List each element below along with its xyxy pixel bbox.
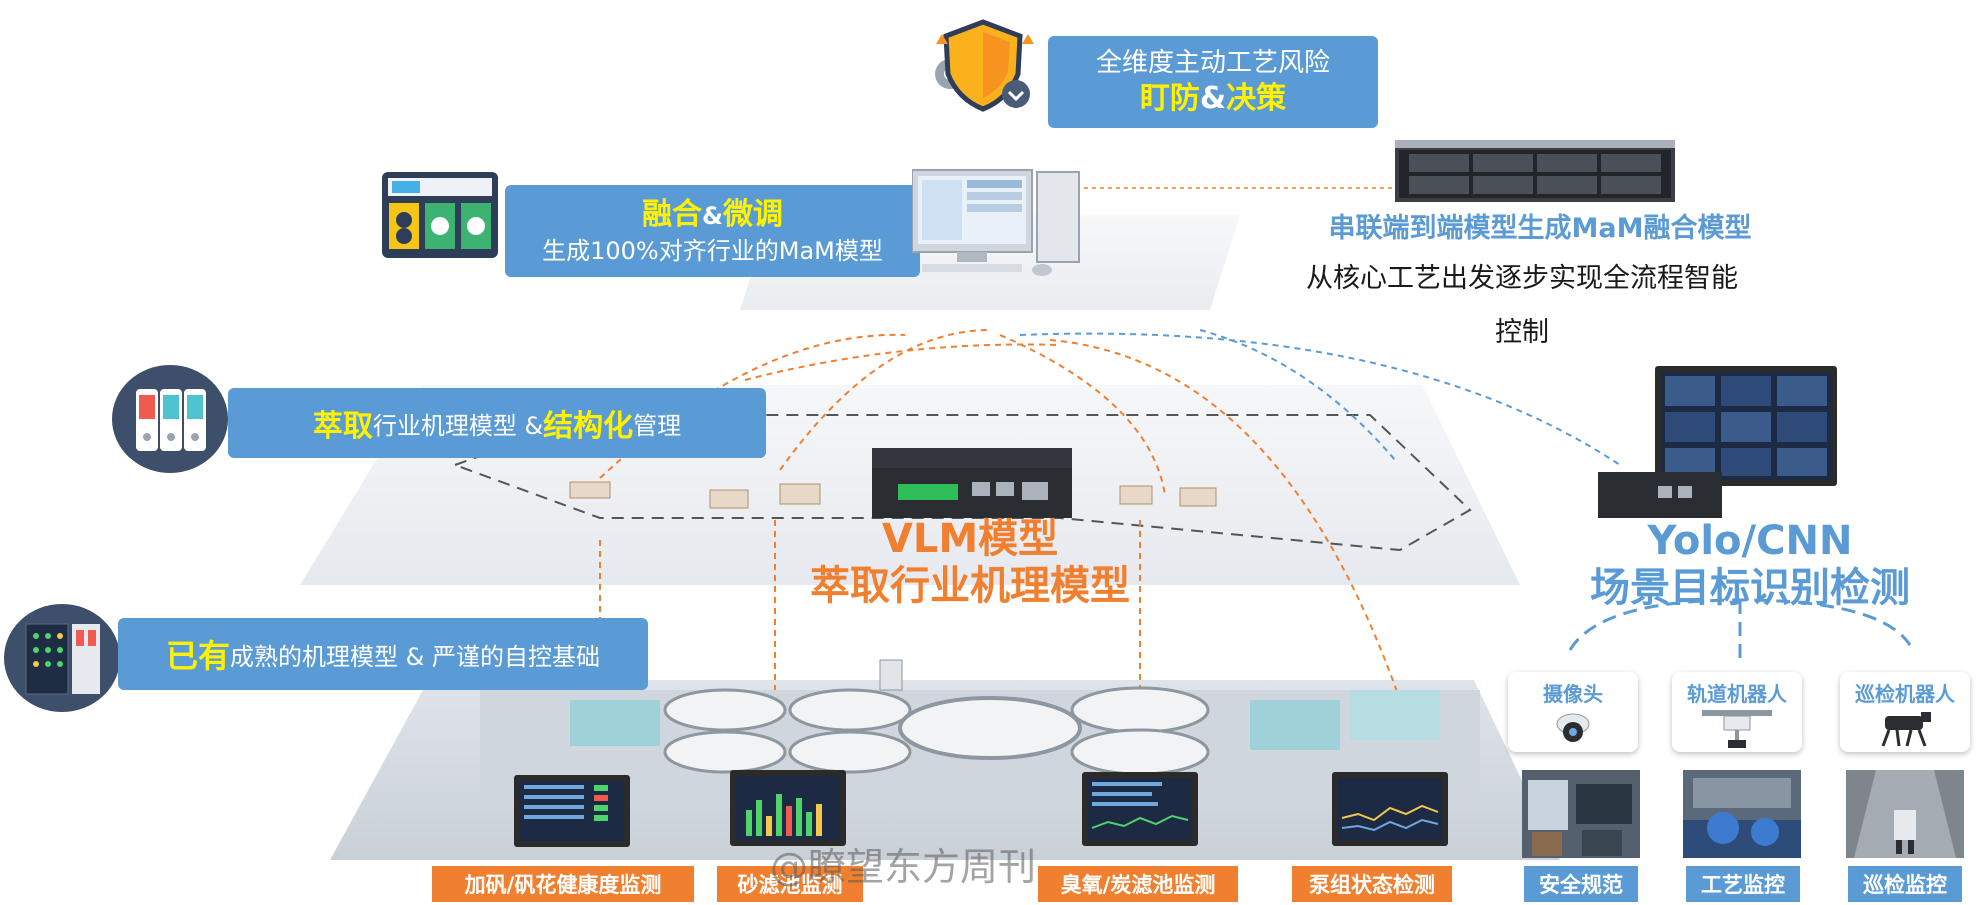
vlm-line-2: 萃取行业机理模型 — [810, 563, 1130, 610]
sand-screen — [746, 794, 822, 836]
camera-icon — [1556, 713, 1590, 742]
device-label-camera: 摄像头 — [1543, 682, 1603, 706]
monitor-sand — [730, 770, 846, 846]
yolo-title: Yolo/CNN 场景目标识别检测 — [1580, 518, 1920, 612]
yolo-monitor — [1655, 366, 1837, 486]
yolo-line-1: Yolo/CNN — [1647, 518, 1853, 564]
vlm-title: VLM模型 萃取行业机理模型 — [780, 516, 1160, 610]
water-plant-illustration — [480, 659, 1480, 800]
extract-text-2: 管理 — [633, 411, 682, 440]
monitor-ozone — [1082, 772, 1198, 846]
photo-safety — [1522, 770, 1640, 858]
control-rack-icon — [25, 623, 100, 695]
alum-screen — [524, 785, 608, 821]
pump-screen — [1341, 804, 1439, 832]
rail-robot-icon — [1702, 710, 1772, 748]
video-wall — [1665, 376, 1827, 476]
link-orange-4 — [999, 334, 1166, 496]
existing-emph: 已有 — [166, 637, 231, 675]
extract-banner: 萃取 行业机理模型 & 结构化 管理 — [228, 388, 766, 458]
label-sand-filter: 砂滤池监测 — [717, 866, 863, 902]
monitor-alum — [514, 775, 630, 847]
link-orange-3 — [779, 329, 991, 471]
label-process-monitor: 工艺监控 — [1686, 866, 1800, 902]
fusion-line-2: 生成100%对齐行业的MaM模型 — [542, 237, 883, 266]
device-label-rail-robot: 轨道机器人 — [1687, 682, 1787, 706]
risk-banner: 全维度主动工艺风险 盯防&决策 — [1048, 36, 1378, 128]
fusion-emph-2: 微调 — [722, 196, 783, 232]
rack-server-icon — [1395, 140, 1675, 202]
mid-plane-outline — [452, 414, 1472, 552]
extract-emph-1: 萃取 — [312, 409, 373, 444]
label-safety: 安全规范 — [1524, 866, 1638, 902]
link-orange-1 — [744, 343, 1061, 381]
label-ozone-carbon: 臭氧/炭滤池监测 — [1038, 866, 1238, 902]
extract-icon-circle — [112, 365, 228, 473]
label-patrol-monitor: 巡检监控 — [1848, 866, 1962, 902]
cabinet-icon — [136, 389, 206, 451]
yolo-edge-box-icon — [1598, 472, 1722, 518]
server-caption-title: 串联端到端模型生成MaM融合模型 — [1328, 213, 1752, 244]
risk-emph-1: 盯防 — [1139, 80, 1200, 116]
server-caption-line-2: 从核心工艺出发逐步实现全流程智能 — [1306, 263, 1738, 294]
risk-line-1: 全维度主动工艺风险 — [1095, 48, 1330, 78]
fusion-amp: & — [702, 201, 723, 230]
photo-patrol — [1846, 770, 1964, 858]
monitor-pump — [1332, 772, 1448, 846]
label-alum-health: 加矾/矾花健康度监测 — [432, 866, 694, 902]
link-blue-2 — [1019, 332, 1621, 466]
device-card-camera: 摄像头 — [1508, 672, 1638, 752]
control-panel-icon — [382, 172, 498, 258]
mid-buildings — [569, 481, 1217, 509]
yolo-line-2: 场景目标识别检测 — [1590, 565, 1910, 612]
risk-amp: & — [1199, 80, 1227, 116]
extract-text-1: 行业机理模型 & — [372, 411, 544, 440]
edge-computer-icon — [872, 448, 1072, 518]
device-label-patrol-robot: 巡检机器人 — [1855, 682, 1955, 706]
desktop-computer-icon — [912, 169, 1080, 276]
existing-banner: 已有 成熟的机理模型 & 严谨的自控基础 — [118, 618, 648, 690]
extract-emph-2: 结构化 — [543, 409, 634, 444]
photo-process — [1683, 770, 1801, 858]
robot-dog-icon — [1881, 712, 1931, 747]
fusion-banner: 融合&微调 生成100%对齐行业的MaM模型 — [505, 185, 920, 277]
server-caption-line-3: 控制 — [1495, 317, 1549, 348]
watermark-text: @瞭望东方周刊 — [770, 845, 1037, 889]
existing-icon-circle — [4, 604, 120, 712]
device-card-rail-robot: 轨道机器人 — [1672, 672, 1802, 752]
device-card-patrol-robot: 巡检机器人 — [1840, 672, 1970, 752]
vlm-line-1: VLM模型 — [881, 516, 1059, 562]
fusion-emph-1: 融合 — [642, 196, 703, 232]
risk-emph-2: 决策 — [1226, 80, 1287, 116]
existing-text: 成熟的机理模型 & 严谨的自控基础 — [230, 642, 600, 671]
ozone-screen — [1091, 782, 1189, 829]
label-pump-status: 泵组状态检测 — [1292, 866, 1452, 902]
shield-icon — [935, 19, 1034, 112]
link-blue-1 — [1199, 329, 1396, 461]
